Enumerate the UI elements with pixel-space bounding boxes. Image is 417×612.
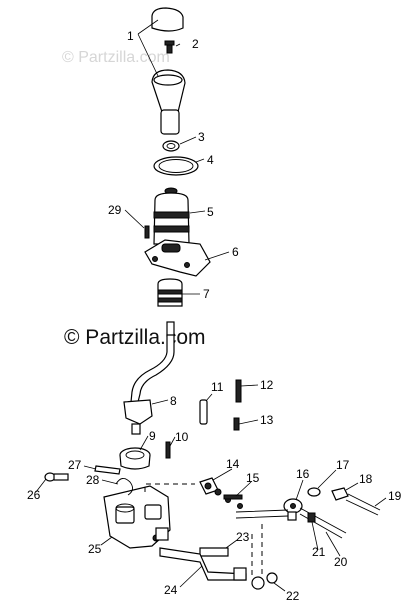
- callout-14: 14: [226, 457, 240, 471]
- part-7-spring-boot: [157, 278, 183, 307]
- callout-23: 23: [236, 530, 250, 544]
- callout-8: 8: [170, 394, 177, 408]
- callout-19: 19: [388, 489, 402, 503]
- part-26-bolt: [44, 472, 69, 482]
- part-13-pin: [233, 417, 240, 431]
- callout-7: 7: [203, 287, 210, 301]
- part-10-pin: [165, 441, 171, 459]
- part-16-rod-end: [283, 498, 303, 521]
- part-29-screw: [144, 225, 150, 239]
- part-3-o-ring: [162, 140, 180, 152]
- callout-25: 25: [88, 542, 102, 556]
- callout-15: 15: [246, 471, 260, 485]
- callout-4: 4: [207, 153, 214, 167]
- part-6-base-plate: [144, 239, 211, 277]
- callout-9: 9: [149, 429, 156, 443]
- part-17-washer: [307, 487, 321, 497]
- part-28-spring-clip: [115, 478, 133, 496]
- part-8-shift-lever: [123, 321, 175, 435]
- part-4-ring: [153, 156, 199, 176]
- callout-28: 28: [86, 473, 100, 487]
- callout-12: 12: [260, 378, 274, 392]
- part-15-clip: [214, 488, 243, 509]
- callout-24: 24: [164, 583, 178, 597]
- watermark-top: © Partzilla.com: [62, 49, 170, 66]
- part-25-shift-housing: [103, 485, 171, 549]
- part-22-nut: [251, 572, 278, 590]
- part-21-clip: [307, 512, 316, 523]
- part-14-cable-end: [199, 477, 219, 495]
- callout-1: 1: [127, 29, 134, 43]
- watermark-middle: © Partzilla.com: [64, 326, 206, 349]
- callout-17: 17: [336, 458, 350, 472]
- callout-27: 27: [68, 458, 82, 472]
- part-23-rod-end: [199, 547, 229, 557]
- callout-22: 22: [286, 589, 300, 603]
- callout-13: 13: [260, 413, 274, 427]
- callout-3: 3: [198, 130, 205, 144]
- callout-6: 6: [232, 245, 239, 259]
- callout-18: 18: [359, 472, 373, 486]
- callout-26: 26: [27, 488, 41, 502]
- part-11-pin: [199, 399, 208, 425]
- part-5-boot: [153, 187, 190, 245]
- callout-21: 21: [312, 545, 326, 559]
- part-27-clip: [94, 465, 121, 475]
- part-19-shift-cable: [345, 493, 381, 516]
- part-24-shift-rod: [159, 547, 247, 581]
- part-12-spring: [235, 379, 242, 403]
- part-2-screw: [164, 40, 175, 54]
- callout-16: 16: [296, 467, 310, 481]
- leader-lines: [35, 19, 387, 592]
- callout-2: 2: [192, 37, 199, 51]
- part-1-shift-knob: [151, 7, 186, 135]
- part-18-nut: [331, 487, 349, 501]
- part-9-bushing: [119, 447, 151, 470]
- callout-11: 11: [211, 380, 224, 394]
- callout-5: 5: [207, 205, 214, 219]
- callout-29: 29: [108, 203, 122, 217]
- part-20-rod: [299, 507, 347, 539]
- callout-10: 10: [175, 430, 189, 444]
- callout-20: 20: [334, 555, 348, 569]
